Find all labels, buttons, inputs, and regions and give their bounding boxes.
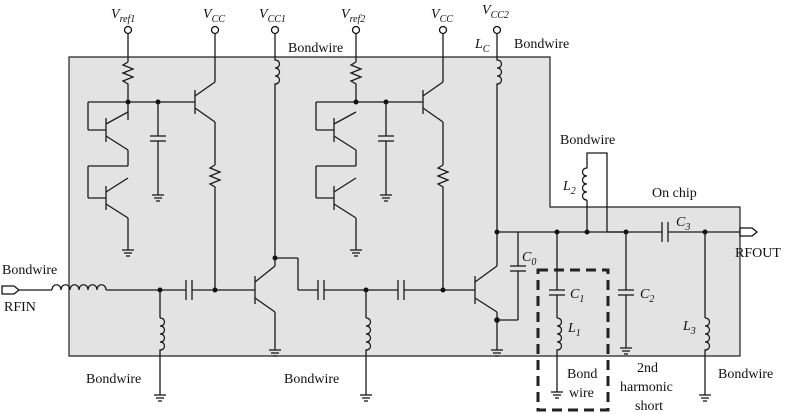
rfout-port xyxy=(739,227,759,237)
vcc2-label: VCC2 xyxy=(482,3,509,21)
lc-label: LC xyxy=(474,37,490,55)
harmonic-label-line1: 2nd xyxy=(637,361,658,376)
bondwire-top1-label: Bondwire xyxy=(288,41,343,56)
harmonic-label-line3: short xyxy=(635,399,663,414)
vcc-a-pin xyxy=(210,25,220,82)
rfin-bondwire-inductor xyxy=(51,284,107,291)
harmonic-short-box xyxy=(536,268,610,412)
bias-network-2 xyxy=(315,61,450,290)
l3-label: L3 xyxy=(682,319,696,337)
l1-label: L1 xyxy=(567,321,581,339)
transistor-q1 xyxy=(254,255,299,357)
rfout-label: RFOUT xyxy=(735,246,781,261)
l2-inductor xyxy=(581,152,626,233)
l2-label: L2 xyxy=(562,179,576,197)
vcc1-bondwire-inductor xyxy=(274,34,281,97)
vcc-a-label: VCC xyxy=(203,7,225,25)
c3-label: C3 xyxy=(676,215,690,233)
rfin-port xyxy=(1,284,186,295)
vref1-label: Vref1 xyxy=(111,7,135,25)
vcc1-pin xyxy=(270,25,280,35)
on-chip-label: On chip xyxy=(652,186,697,201)
vcc-b-label: VCC xyxy=(431,7,453,25)
bond-wire-label-line2: wire xyxy=(569,386,594,401)
vref2-label: Vref2 xyxy=(341,7,365,25)
bondwire-top2-label: Bondwire xyxy=(514,37,569,52)
bondwire-bot1-label: Bondwire xyxy=(86,372,141,387)
vref1-pin xyxy=(123,25,133,62)
bondwire-bot2-label: Bondwire xyxy=(284,372,339,387)
c1-label: C1 xyxy=(570,287,584,305)
shunt-bondwire-1 xyxy=(154,287,166,402)
bondwire-bot3-label: Bondwire xyxy=(718,367,773,382)
rfin-label: RFIN xyxy=(4,300,36,315)
vcc1-label: VCC1 xyxy=(259,7,286,25)
bondwire-l2-label: Bondwire xyxy=(560,133,615,148)
c2-label: C2 xyxy=(640,287,654,305)
bias-network-1 xyxy=(87,61,222,290)
bondwire-rfin-label: Bondwire xyxy=(2,263,57,278)
l3-inductor xyxy=(704,317,711,395)
lc-inductor xyxy=(496,34,503,97)
transistor-q2 xyxy=(474,229,503,357)
vref2-pin xyxy=(351,25,361,62)
l1-inductor xyxy=(556,317,563,392)
vcc2-pin xyxy=(492,25,502,35)
output-network xyxy=(518,152,759,402)
coupling-cap-1 xyxy=(185,280,255,300)
chip-area xyxy=(68,56,741,357)
vcc-b-pin xyxy=(438,25,448,82)
bond-wire-label-line1: Bond xyxy=(567,367,597,382)
harmonic-label-line2: harmonic xyxy=(620,380,673,395)
capacitor-c0 xyxy=(497,231,526,321)
interstage-match xyxy=(298,280,475,402)
c0-label: C0 xyxy=(522,250,536,268)
